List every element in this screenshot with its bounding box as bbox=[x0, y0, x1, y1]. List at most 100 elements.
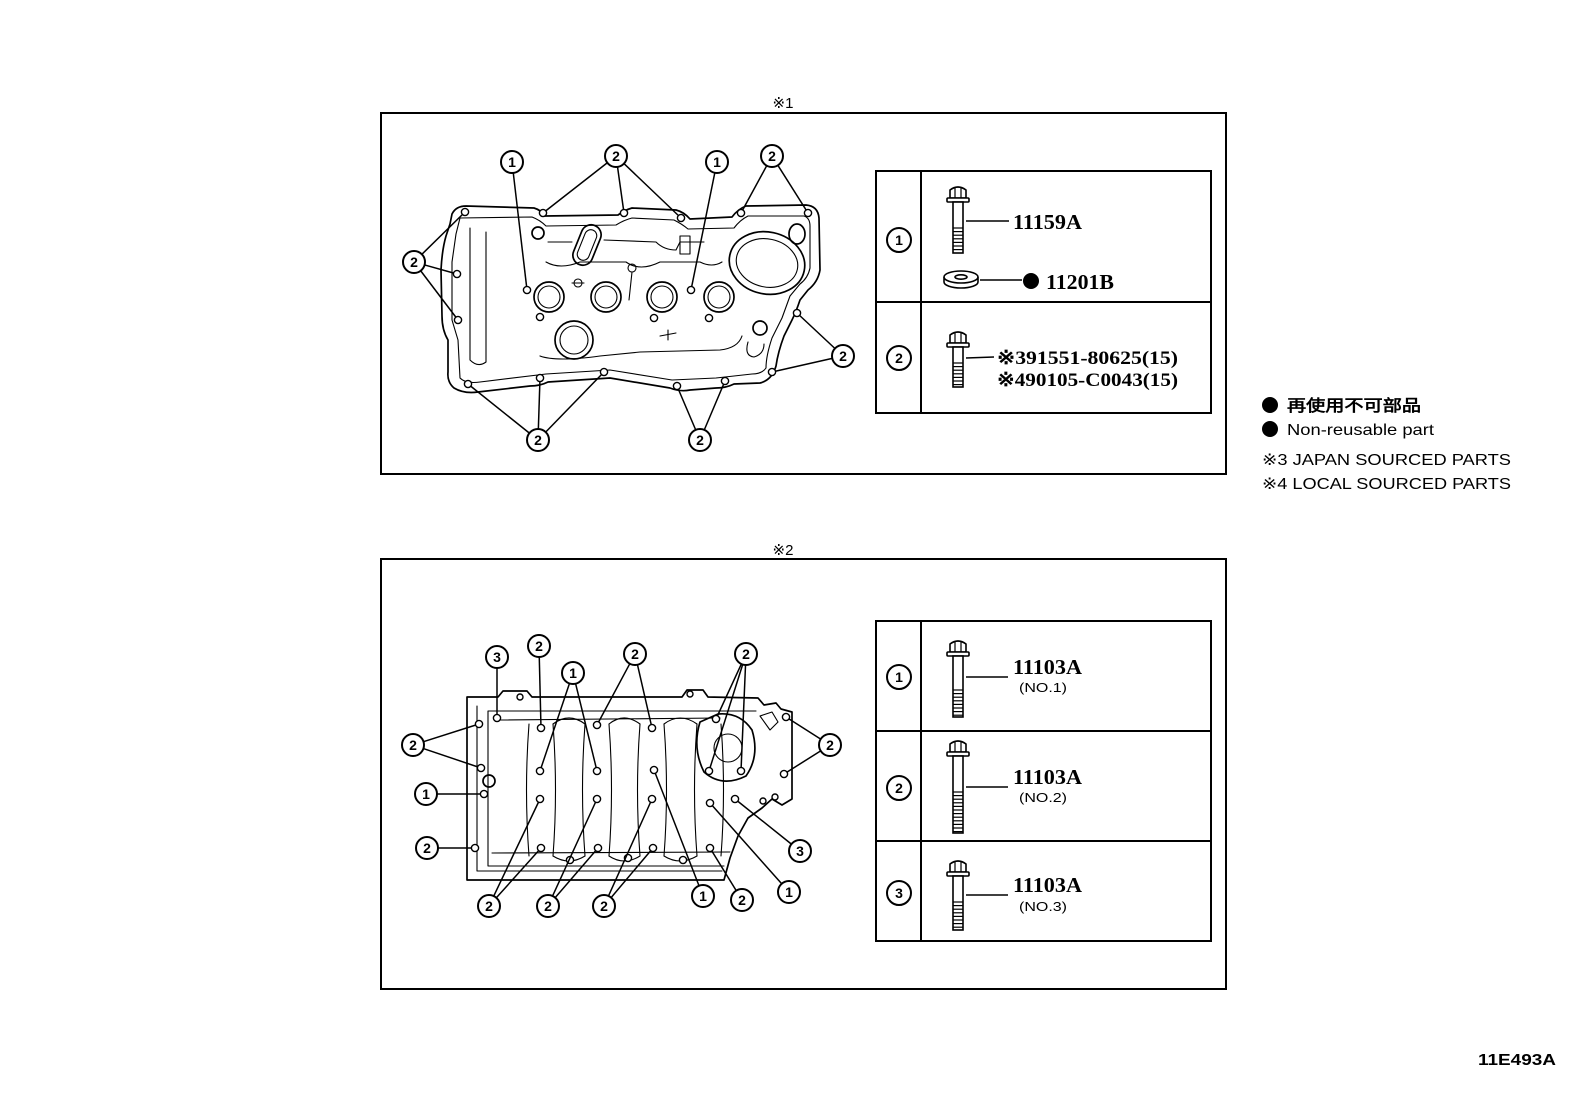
timing-cover-boss bbox=[695, 712, 756, 782]
panel-2-parts-table: 1 11103A (NO.1) 2 11103A (NO.2) 3 11103A bbox=[875, 620, 1212, 942]
non-reusable-mark-icon bbox=[1262, 397, 1278, 413]
callout-circle bbox=[705, 150, 729, 174]
bolt-shank bbox=[952, 755, 964, 834]
row-key: 2 bbox=[895, 780, 903, 796]
bolt-head bbox=[949, 640, 967, 653]
bolt-hole bbox=[704, 766, 714, 776]
leader-line bbox=[421, 211, 466, 255]
row-key-circle bbox=[886, 880, 912, 906]
callout-number: 2 bbox=[535, 638, 543, 654]
bolt-hole bbox=[647, 723, 657, 733]
callout: 1 bbox=[500, 150, 532, 295]
bolt-hole bbox=[686, 690, 694, 698]
bolt-hole bbox=[538, 208, 548, 218]
bolt-hole bbox=[648, 843, 658, 853]
callout: 2 bbox=[536, 794, 603, 918]
head-cover-inner-outline bbox=[451, 215, 811, 384]
callout-number: 2 bbox=[612, 148, 620, 164]
bolt-hole bbox=[730, 794, 740, 804]
table-row: 3 11103A (NO.3) bbox=[886, 860, 1083, 931]
cam-cover-rib bbox=[545, 261, 723, 268]
part-number-label: 11159A bbox=[1013, 210, 1083, 234]
leader-line bbox=[616, 166, 625, 214]
upper-rail bbox=[547, 239, 705, 251]
leader-line bbox=[734, 798, 792, 845]
callout-number: 2 bbox=[839, 348, 847, 364]
bolt-hole bbox=[592, 720, 602, 730]
callout: 1 bbox=[414, 782, 489, 806]
callout-number: 1 bbox=[508, 154, 516, 170]
row-key-circle bbox=[886, 664, 912, 690]
part-number-label: 11103A bbox=[1013, 873, 1083, 897]
leader-line bbox=[420, 270, 459, 321]
bolt-shank bbox=[952, 655, 964, 718]
part-number-label: ※391551-80625(15) bbox=[997, 348, 1178, 369]
bolt-size-label: (NO.3) bbox=[1019, 899, 1067, 914]
panel-2-frame bbox=[380, 558, 1227, 990]
callout-number: 2 bbox=[423, 840, 431, 856]
row-key-circle bbox=[886, 345, 912, 371]
legend: 再使用不可部品 Non-reusable part ※3 JAPAN SOURC… bbox=[1262, 396, 1511, 493]
leader-line bbox=[537, 377, 541, 430]
vent-hole bbox=[531, 226, 545, 240]
bolt-hole bbox=[649, 765, 659, 775]
leader-line bbox=[636, 664, 653, 729]
callout: 2 bbox=[767, 308, 855, 377]
leader-line bbox=[467, 383, 530, 434]
bolt-head bbox=[949, 186, 967, 199]
callout-circle bbox=[760, 144, 784, 168]
head-cover-outline bbox=[440, 204, 821, 394]
leader-line bbox=[785, 716, 822, 740]
callout-circle bbox=[592, 894, 616, 918]
leader-line bbox=[607, 798, 653, 897]
bolt-hole bbox=[535, 312, 545, 322]
leader-line bbox=[423, 747, 482, 769]
bolt-hole bbox=[492, 713, 502, 723]
part-number-label: ※490105-C0043(15) bbox=[997, 370, 1178, 391]
table-row: 2 11103A (NO.2) bbox=[886, 740, 1083, 834]
panel-1-label: ※1 bbox=[773, 95, 794, 112]
leader-line bbox=[551, 798, 598, 897]
bolt-hole bbox=[803, 208, 813, 218]
panel-1-frame bbox=[380, 112, 1227, 475]
leader-line bbox=[423, 723, 480, 743]
bolt-icon bbox=[946, 331, 970, 388]
bolt-hole bbox=[781, 712, 791, 722]
bolt-hole bbox=[678, 855, 688, 865]
callout-circle bbox=[818, 733, 842, 757]
callout: 1 bbox=[649, 765, 715, 908]
spark-plug-hole bbox=[646, 281, 678, 313]
callout-number: 2 bbox=[826, 737, 834, 753]
bolt-hole bbox=[686, 285, 696, 295]
bolt-hole bbox=[593, 843, 603, 853]
bolt-hole bbox=[767, 367, 777, 377]
callout-number: 2 bbox=[696, 432, 704, 448]
parts-table-frame bbox=[875, 620, 1212, 942]
bolt-hole bbox=[672, 381, 682, 391]
bolt-icon bbox=[946, 860, 970, 931]
leader-line bbox=[796, 312, 836, 350]
callout-number: 2 bbox=[534, 432, 542, 448]
bolt-hole bbox=[536, 843, 546, 853]
bolt-size-label: (NO.2) bbox=[1019, 790, 1067, 805]
spark-plug-hole-inner bbox=[707, 285, 731, 309]
leader-line bbox=[545, 371, 605, 433]
bolt-hole bbox=[619, 208, 629, 218]
bolt-hole bbox=[592, 794, 602, 804]
callout: 2 bbox=[705, 843, 754, 912]
callout-number: 3 bbox=[796, 843, 804, 859]
callout: 3 bbox=[730, 794, 812, 863]
legend-note-japan-sourced: ※3 JAPAN SOURCED PARTS bbox=[1262, 452, 1511, 469]
row-key: 1 bbox=[895, 669, 903, 685]
callout-number: 2 bbox=[409, 737, 417, 753]
bolt-hole bbox=[599, 367, 609, 377]
keyhole-boss bbox=[752, 320, 768, 336]
callout: 2 bbox=[592, 794, 658, 918]
callout-circle bbox=[485, 645, 509, 669]
bolt-hole bbox=[792, 308, 802, 318]
table-row: 1 11159A 11201B bbox=[886, 186, 1114, 294]
callout-number: 1 bbox=[699, 888, 707, 904]
callout: 1 bbox=[535, 661, 602, 776]
leader-line bbox=[623, 163, 682, 219]
